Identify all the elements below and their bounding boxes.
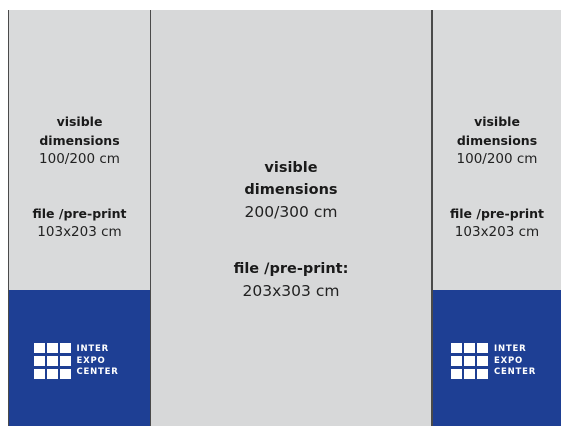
logo-line-2: EXPO [76, 355, 106, 366]
left-file-label: file /pre-print [32, 206, 127, 221]
banner-layout: visible dimensions 100/200 cm file /pre-… [8, 10, 561, 426]
right-logo-area: INTER EXPO CENTER [433, 290, 561, 426]
left-file-dimensions: file /pre-print 103x203 cm [9, 204, 150, 242]
left-file-value: 103x203 cm [37, 224, 122, 240]
center-visible-label-1: visible [264, 160, 318, 176]
right-file-label: file /pre-print [450, 206, 544, 221]
logo-grid-icon [33, 343, 72, 379]
logo-wordmark: INTER EXPO CENTER [77, 344, 119, 379]
left-visible-label-1: visible [56, 114, 103, 129]
logo-line-1: INTER [76, 344, 109, 354]
left-panel: visible dimensions 100/200 cm file /pre-… [8, 10, 151, 426]
left-visible-value: 100/200 cm [39, 151, 120, 167]
logo-grid-icon [451, 343, 489, 379]
center-visible-dimensions: visible dimensions 200/300 cm [151, 157, 431, 223]
center-file-dimensions: file /pre-print: 203x303 cm [151, 258, 431, 302]
logo-line-3: CENTER [494, 367, 537, 377]
right-panel: visible dimensions 100/200 cm file /pre-… [432, 10, 561, 426]
left-visible-dimensions: visible dimensions 100/200 cm [9, 112, 150, 169]
center-visible-value: 200/300 cm [244, 203, 338, 221]
right-visible-label-2: dimensions [456, 133, 538, 148]
center-panel: visible dimensions 200/300 cm file /pre-… [151, 10, 432, 426]
center-visible-label-2: dimensions [244, 182, 338, 198]
logo-line-1: INTER [494, 344, 527, 354]
logo-wordmark: INTER EXPO CENTER [494, 344, 536, 379]
inter-expo-center-logo: INTER EXPO CENTER [33, 343, 126, 379]
right-visible-dimensions: visible dimensions 100/200 cm [433, 112, 561, 169]
right-file-dimensions: file /pre-print 103x203 cm [433, 204, 561, 242]
left-logo-area: INTER EXPO CENTER [9, 290, 150, 426]
logo-line-2: EXPO [494, 355, 524, 366]
right-file-value: 103x203 cm [454, 224, 540, 240]
right-visible-value: 100/200 cm [456, 151, 538, 167]
right-visible-label-1: visible [474, 114, 520, 129]
logo-line-3: CENTER [76, 367, 119, 377]
center-file-label: file /pre-print: [233, 261, 349, 277]
inter-expo-center-logo: INTER EXPO CENTER [451, 343, 543, 379]
center-file-value: 203x303 cm [242, 282, 340, 300]
left-visible-label-2: dimensions [39, 133, 120, 148]
